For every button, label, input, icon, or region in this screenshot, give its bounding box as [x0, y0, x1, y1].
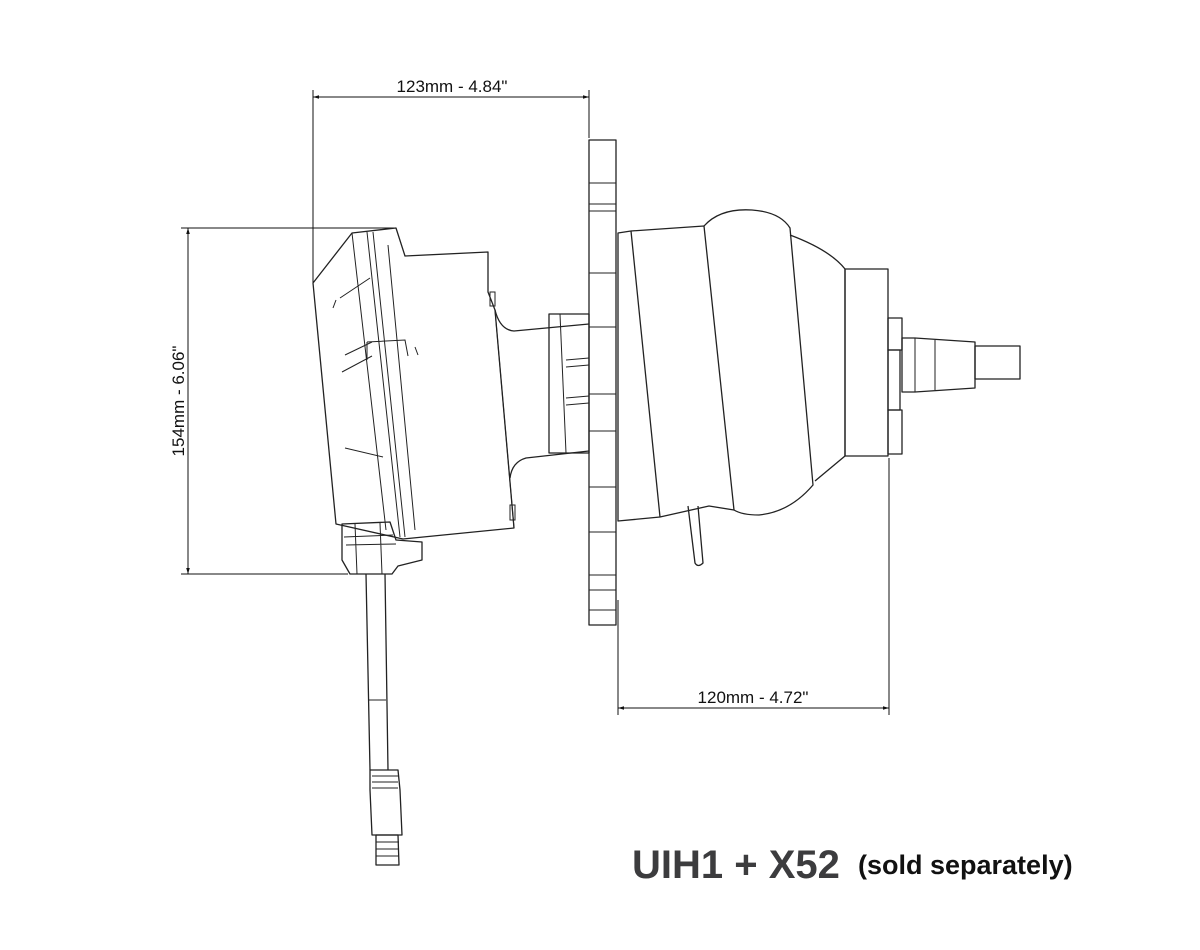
- dimension-overall-depth: 123mm - 4.84": [312, 77, 590, 285]
- cable: [365, 573, 389, 771]
- dimension-protrusion: 120mm - 4.72": [617, 458, 890, 715]
- product-note: (sold separately): [858, 850, 1073, 880]
- drive-motor: [617, 209, 889, 567]
- dimension-label-height: 154mm - 6.06": [169, 346, 188, 457]
- output-shaft: [887, 317, 1021, 455]
- dimension-label-depth: 123mm - 4.84": [397, 77, 508, 96]
- dimension-label-protrusion: 120mm - 4.72": [698, 688, 809, 707]
- dimension-height: 154mm - 6.06": [169, 227, 396, 575]
- mounting-flange: [588, 139, 617, 626]
- control-unit: [312, 227, 590, 540]
- cable-gland: [341, 521, 423, 575]
- connector: [369, 769, 403, 866]
- product-title: UIH1 + X52: [632, 843, 840, 887]
